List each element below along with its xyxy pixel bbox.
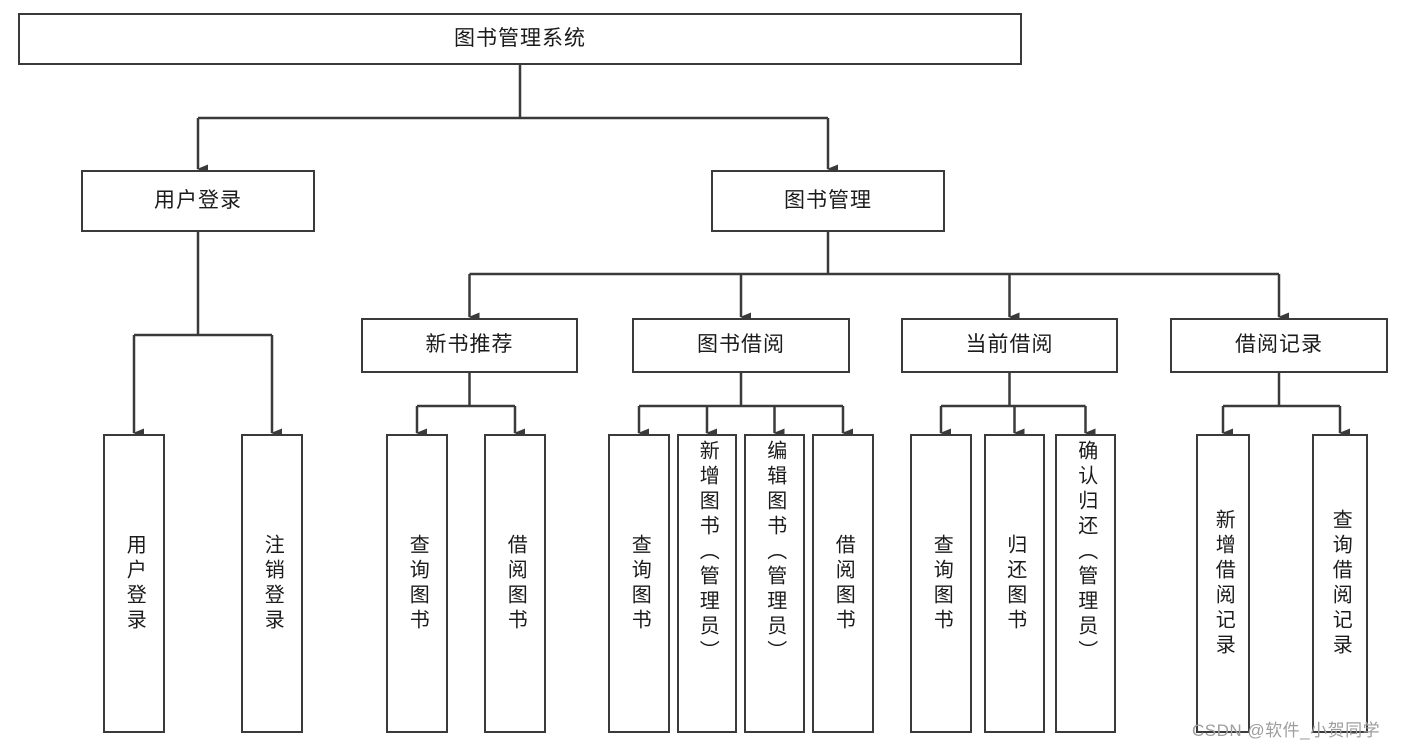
node-leaf-query-book-3-label: 查询图书 (930, 533, 953, 634)
node-leaf-borrow-book-1-label: 借阅图书 (504, 533, 527, 634)
node-leaf-query-book-2[interactable]: 查询图书 (608, 434, 670, 733)
node-leaf-add-book[interactable]: 新增图书（管理员） (677, 434, 737, 733)
node-leaf-edit-book-label: 编辑图书（管理员） (763, 440, 786, 665)
node-root-label: 图书管理系统 (454, 26, 586, 50)
node-leaf-add-record[interactable]: 新增借阅记录 (1196, 434, 1250, 733)
node-book-borrow[interactable]: 图书借阅 (632, 318, 850, 373)
node-user-login[interactable]: 用户登录 (81, 170, 315, 232)
node-current-borrow-label: 当前借阅 (965, 333, 1054, 357)
node-leaf-borrow-book-2[interactable]: 借阅图书 (812, 434, 874, 733)
node-borrow-record-label: 借阅记录 (1235, 333, 1323, 357)
node-leaf-borrow-book-1[interactable]: 借阅图书 (484, 434, 546, 733)
watermark: CSDN @软件_小贺同学 (1192, 721, 1381, 740)
node-leaf-borrow-book-2-label: 借阅图书 (832, 533, 855, 634)
node-leaf-return-book[interactable]: 归还图书 (984, 434, 1045, 733)
node-current-borrow[interactable]: 当前借阅 (901, 318, 1118, 373)
node-leaf-confirm-return[interactable]: 确认归还（管理员） (1055, 434, 1116, 733)
node-root[interactable]: 图书管理系统 (18, 13, 1022, 65)
node-leaf-query-record[interactable]: 查询借阅记录 (1312, 434, 1368, 733)
node-leaf-logout-label: 注销登录 (261, 533, 284, 634)
node-leaf-query-book-1[interactable]: 查询图书 (386, 434, 448, 733)
node-leaf-return-book-label: 归还图书 (1003, 533, 1026, 634)
node-leaf-user-login[interactable]: 用户登录 (103, 434, 165, 733)
node-new-book-recommend[interactable]: 新书推荐 (361, 318, 578, 373)
node-leaf-query-book-2-label: 查询图书 (628, 533, 651, 634)
node-leaf-logout[interactable]: 注销登录 (241, 434, 303, 733)
node-leaf-confirm-return-label: 确认归还（管理员） (1074, 440, 1097, 665)
edge-group (132, 65, 1350, 438)
node-new-book-recommend-label: 新书推荐 (425, 333, 514, 357)
node-user-login-label: 用户登录 (154, 188, 242, 212)
node-leaf-add-record-label: 新增借阅记录 (1212, 508, 1235, 659)
node-borrow-record[interactable]: 借阅记录 (1170, 318, 1388, 373)
node-book-borrow-label: 图书借阅 (697, 333, 785, 357)
node-leaf-query-record-label: 查询借阅记录 (1329, 508, 1352, 659)
node-book-manage[interactable]: 图书管理 (711, 170, 945, 232)
node-leaf-add-book-label: 新增图书（管理员） (696, 440, 719, 665)
node-book-manage-label: 图书管理 (784, 188, 872, 212)
node-leaf-user-login-label: 用户登录 (123, 533, 146, 634)
node-leaf-edit-book[interactable]: 编辑图书（管理员） (744, 434, 805, 733)
node-leaf-query-book-3[interactable]: 查询图书 (910, 434, 972, 733)
node-leaf-query-book-1-label: 查询图书 (406, 533, 429, 634)
